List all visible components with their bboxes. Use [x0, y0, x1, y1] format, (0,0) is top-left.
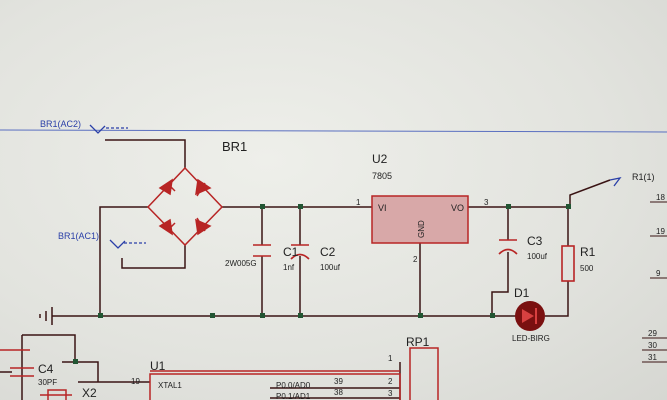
u2-ref: U2	[372, 152, 388, 166]
rp1-pin1: 1	[388, 354, 393, 363]
ground-symbol	[39, 307, 53, 325]
u1-pin38-num: 38	[334, 388, 343, 397]
c3-value: 100uf	[527, 252, 548, 261]
rp1-pin3: 3	[388, 389, 393, 398]
u2-regulator-body[interactable]	[371, 195, 469, 244]
u1-ref: U1	[150, 359, 166, 373]
u2-pin-vi: VI	[378, 203, 387, 213]
edge-pin-label: 29	[648, 329, 657, 338]
d1-led[interactable]	[515, 301, 545, 331]
bridge-rectifier[interactable]	[146, 166, 224, 247]
junction-dots	[73, 204, 571, 364]
lower-components	[47, 347, 439, 400]
u2-pin3-num: 3	[484, 198, 489, 207]
u1-p00: P0.0/AD0	[276, 381, 311, 390]
port-ac2-label: BR1(AC2)	[40, 119, 81, 129]
d1-ref: D1	[514, 286, 530, 300]
sheet-border-line	[0, 129, 667, 133]
edge-pin-label: 18	[656, 193, 665, 202]
c3-ref: C3	[527, 234, 543, 248]
rp1-ref: RP1	[406, 335, 430, 349]
capacitor-symbols	[10, 239, 518, 377]
u2-pin1-num: 1	[356, 198, 361, 207]
wires	[0, 139, 611, 400]
x2-ref: X2	[82, 386, 97, 400]
port-flags	[89, 124, 622, 249]
c1-value: 1nf	[283, 263, 295, 272]
port-r1-label: R1(1)	[632, 172, 655, 182]
edge-pin-label: 31	[648, 353, 657, 362]
c2-value: 100uf	[320, 263, 341, 272]
d1-value: LED-BIRG	[512, 334, 550, 343]
u2-pin-gnd: GND	[417, 220, 426, 238]
edge-pin-label: 9	[656, 269, 661, 278]
u1-xtal1: XTAL1	[158, 381, 182, 390]
c4-ref: C4	[38, 362, 54, 376]
u1-p01: P0.1/AD1	[276, 392, 311, 400]
edge-pin-lines	[642, 201, 667, 363]
br1-ref: BR1	[222, 139, 247, 154]
u2-pin-vo: VO	[451, 203, 464, 213]
u1-pin19-num: 19	[131, 377, 140, 386]
r1-resistor[interactable]	[561, 245, 575, 282]
u2-pin2-num: 2	[413, 255, 418, 264]
c2-ref: C2	[320, 245, 336, 259]
c1-part: 2W005G	[225, 259, 257, 268]
edge-pin-label: 30	[648, 341, 657, 350]
c1-ref: C1	[283, 245, 299, 259]
u2-part: 7805	[372, 171, 392, 181]
edge-pin-label: 19	[656, 227, 665, 236]
u1-pin39-num: 39	[334, 377, 343, 386]
rp1-pin2: 2	[388, 377, 393, 386]
port-ac1-label: BR1(AC1)	[58, 231, 99, 241]
r1-value: 500	[580, 264, 594, 273]
c4-value: 30PF	[38, 378, 57, 387]
r1-ref: R1	[580, 245, 596, 259]
